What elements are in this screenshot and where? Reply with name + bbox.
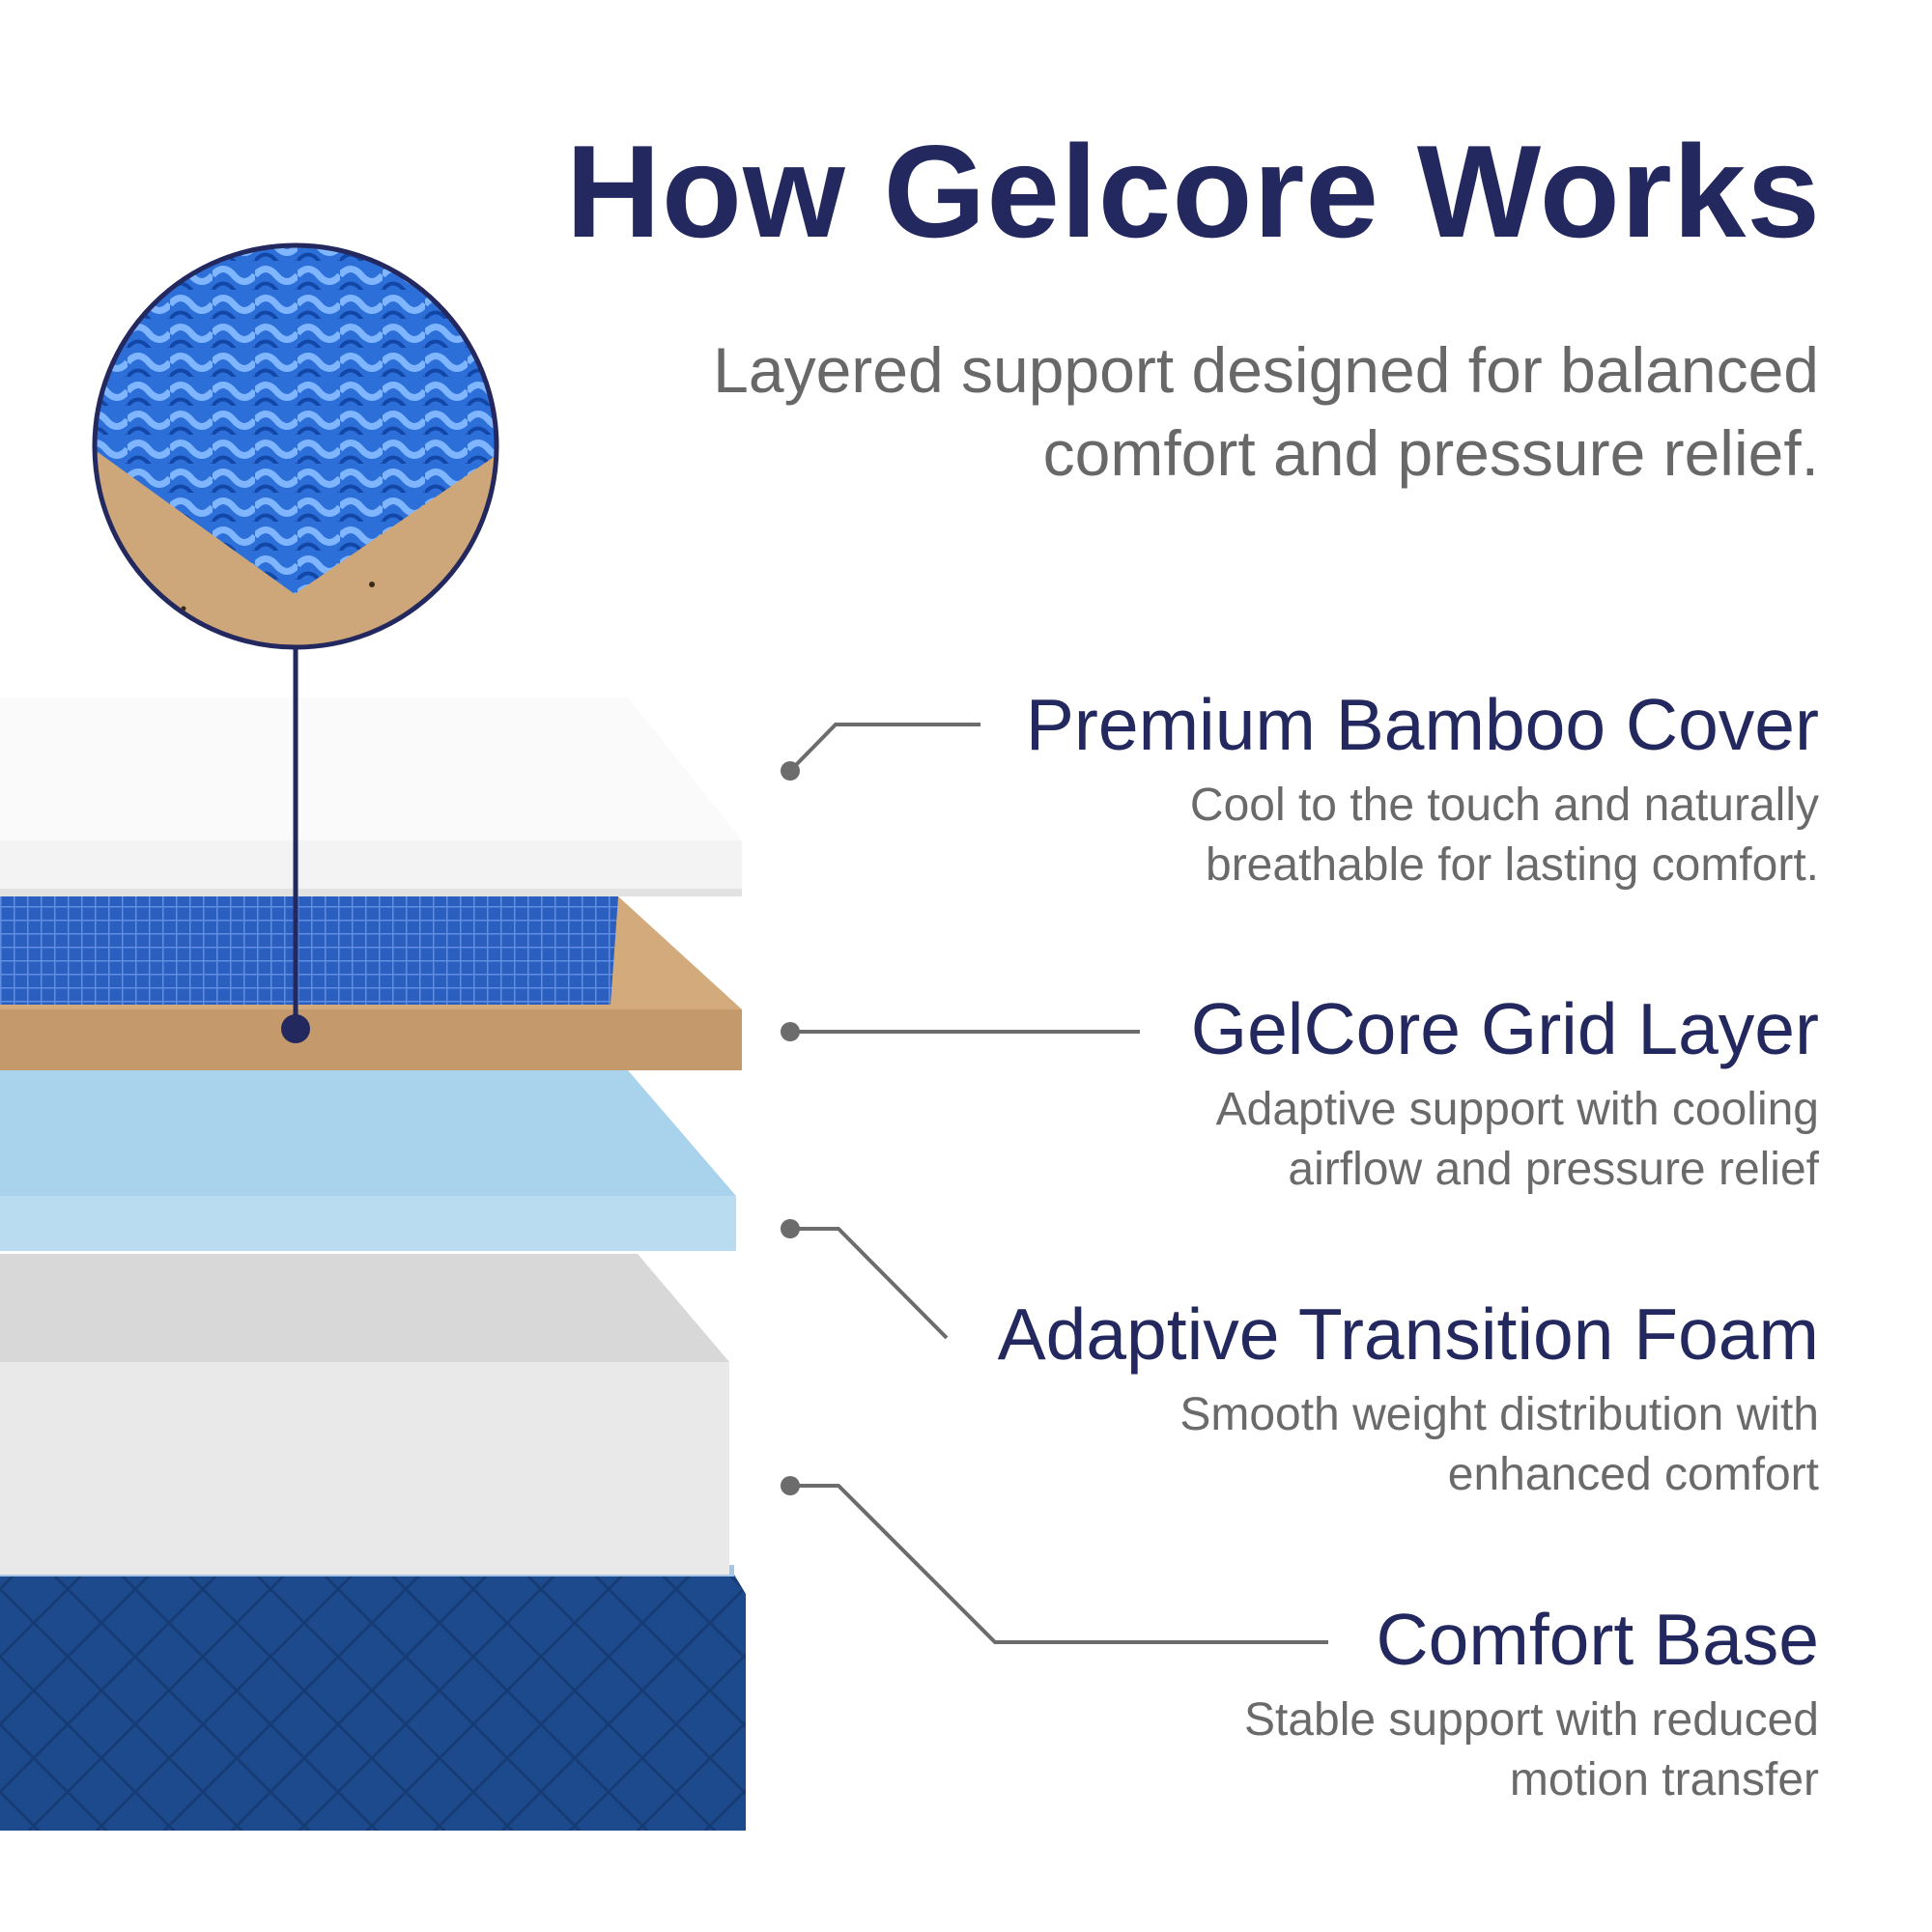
light-blue-foam-layer — [0, 1070, 736, 1251]
gel-closeup-magnifier — [92, 242, 499, 1043]
feature-title: GelCore Grid Layer — [1190, 988, 1819, 1069]
page-title: How Gelcore Works — [565, 118, 1821, 265]
feature-gelcore-grid: GelCore Grid Layer Adaptive support with… — [1085, 987, 1819, 1200]
gel-grid-layer — [0, 896, 742, 1070]
leader-dots — [781, 761, 800, 1495]
feature-transition-foam: Adaptive Transition Foam Smooth weight d… — [998, 1293, 1819, 1505]
bamboo-cover-layer — [0, 697, 742, 896]
feature-description: Smooth weight distribution with enhanced… — [1179, 1389, 1819, 1500]
feature-description: Stable support with reduced motion trans… — [1243, 1694, 1819, 1805]
leader-lines — [788, 723, 1328, 1644]
feature-bamboo-cover: Premium Bamboo Cover Cool to the touch a… — [1026, 683, 1819, 895]
comfort-base-layer — [0, 1565, 746, 1831]
feature-title: Premium Bamboo Cover — [1025, 684, 1819, 765]
feature-title: Comfort Base — [1376, 1599, 1820, 1680]
page-subtitle: Layered support designed for balanced co… — [713, 334, 1819, 489]
feature-comfort-base: Comfort Base Stable support with reduced… — [1220, 1598, 1819, 1810]
feature-description: Adaptive support with cooling airflow an… — [1215, 1084, 1819, 1195]
feature-description: Cool to the touch and naturally breathab… — [1189, 780, 1819, 891]
transition-foam-layer — [0, 1254, 729, 1575]
feature-title: Adaptive Transition Foam — [997, 1293, 1819, 1375]
